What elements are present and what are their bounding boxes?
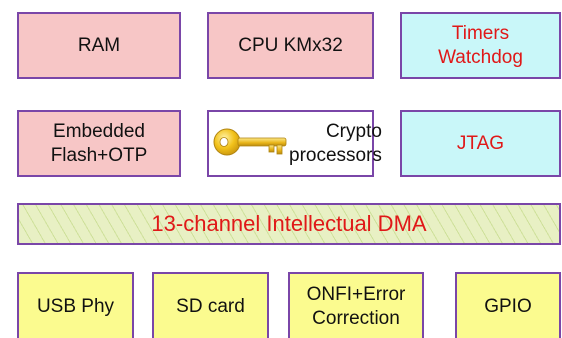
key-icon (213, 128, 287, 155)
timers-watchdog-block: Timers Watchdog (400, 12, 561, 79)
dma-label: 13-channel Intellectual DMA (151, 211, 427, 237)
jtag-block: JTAG (400, 110, 561, 177)
crypto-processors-block: Crypto processors (207, 110, 382, 177)
onfi-label-line1: ONFI+Error (306, 284, 406, 306)
flash-label-line2: Flash+OTP (50, 144, 148, 166)
timers-label-line1: Timers (451, 22, 510, 44)
onfi-error-correction-block: ONFI+Error Correction (288, 272, 424, 338)
ram-label: RAM (77, 34, 121, 56)
embedded-flash-block: Embedded Flash+OTP (17, 110, 181, 177)
timers-label-line2: Watchdog (438, 46, 523, 68)
gpio-block: GPIO (455, 272, 561, 338)
sd-card-block: SD card (152, 272, 269, 338)
sd-label: SD card (176, 296, 245, 318)
cpu-block: CPU KMx32 (207, 12, 374, 79)
gpio-label: GPIO (484, 296, 532, 318)
usb-label: USB Phy (36, 296, 115, 318)
onfi-label-line2: Correction (312, 308, 400, 329)
crypto-label: Crypto processors (289, 120, 390, 168)
cpu-label: CPU KMx32 (238, 34, 343, 56)
ram-block: RAM (17, 12, 181, 79)
dma-bus-bar: 13-channel Intellectual DMA (17, 203, 561, 245)
crypto-label-line2: processors (289, 144, 382, 166)
jtag-label: JTAG (456, 132, 505, 154)
usb-phy-block: USB Phy (17, 272, 134, 338)
crypto-label-line1: Crypto (325, 120, 382, 142)
flash-label-line1: Embedded (53, 120, 145, 142)
